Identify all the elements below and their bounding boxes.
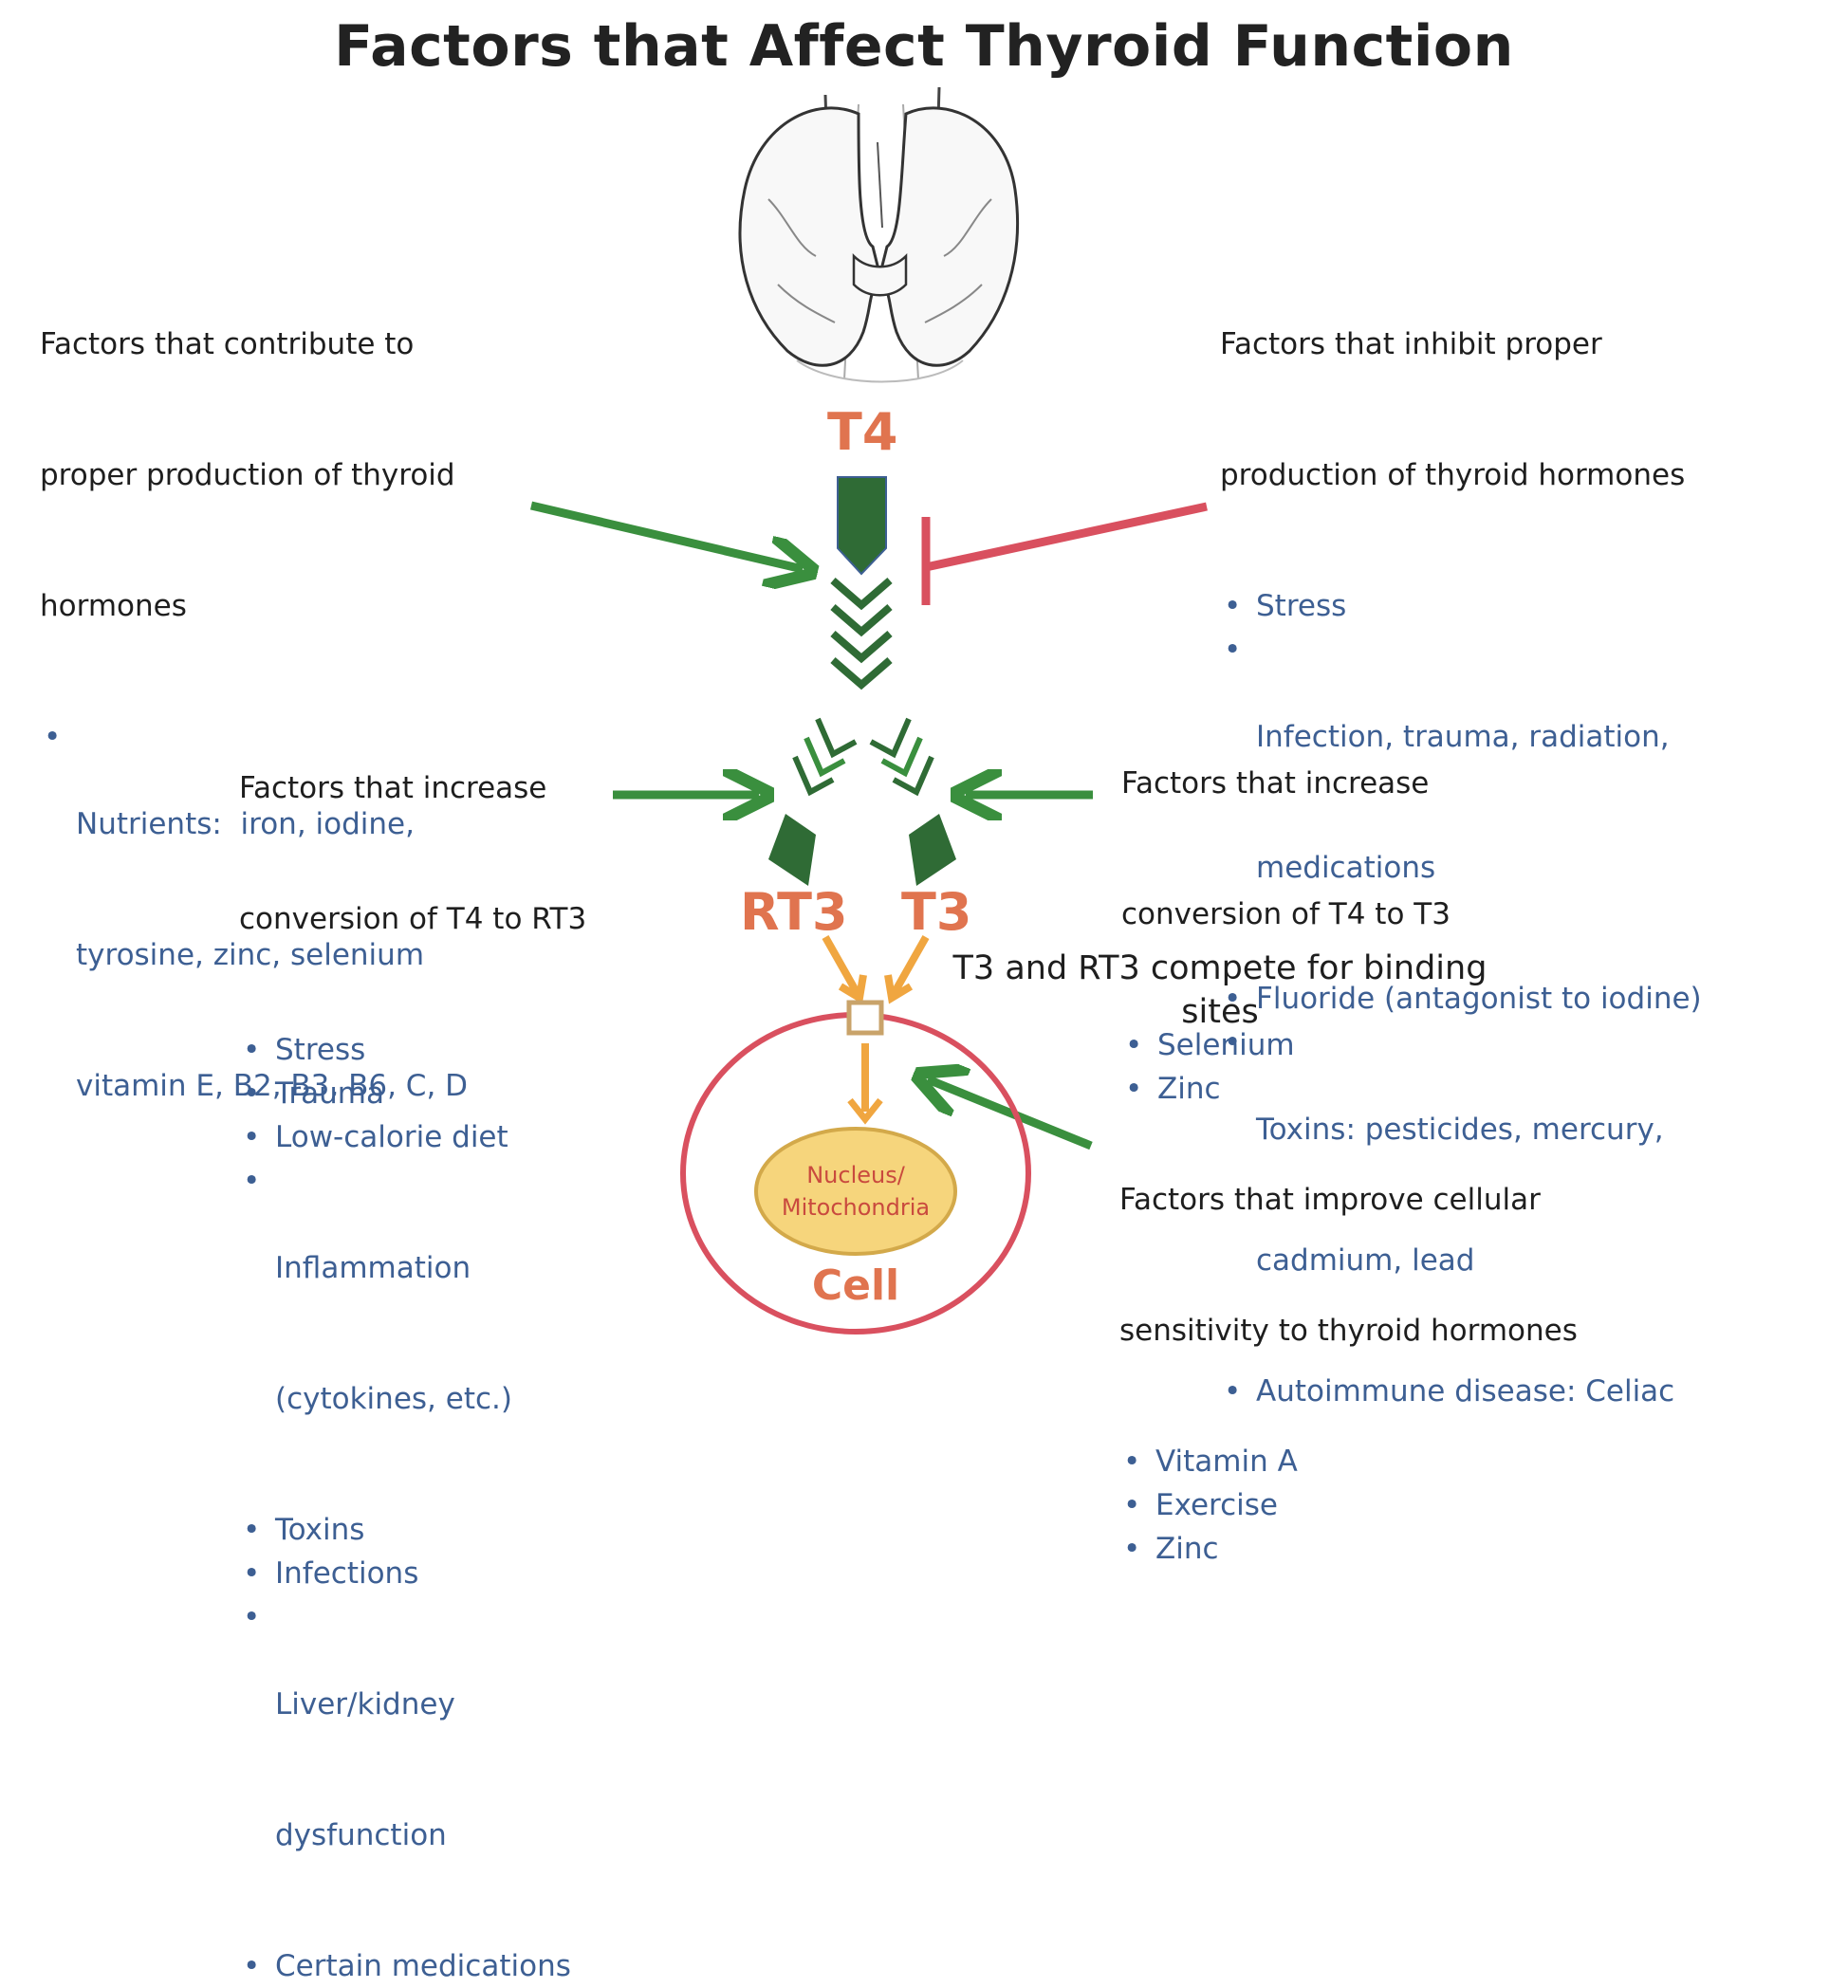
increase-t3-list: Selenium Zinc bbox=[1121, 1023, 1451, 1111]
list-item: Vitamin A bbox=[1119, 1440, 1578, 1483]
list-item-line: (cytokines, etc.) bbox=[275, 1382, 512, 1416]
list-item-line: Infection, trauma, radiation, bbox=[1256, 720, 1670, 754]
list-item-line: medications bbox=[1256, 851, 1436, 885]
list-item: Trauma bbox=[239, 1072, 586, 1115]
diagram-artwork bbox=[529, 86, 1208, 1335]
heading-line: conversion of T4 to RT3 bbox=[239, 902, 587, 936]
sensitivity-list: Vitamin A Exercise Zinc bbox=[1119, 1440, 1578, 1571]
list-item: Selenium bbox=[1121, 1023, 1451, 1067]
t3-pathway-arrow bbox=[909, 814, 956, 886]
list-item: Infections bbox=[239, 1552, 586, 1595]
list-item: Low-calorie diet bbox=[239, 1115, 586, 1159]
increase-t3-heading: Factors that increase conversion of T4 t… bbox=[1121, 674, 1451, 1023]
nucleus-arrow-head bbox=[847, 1097, 883, 1125]
sensitivity-block: Factors that improve cellular sensitivit… bbox=[1119, 1091, 1578, 1571]
nucleus-mitochondria bbox=[754, 1127, 957, 1256]
list-item: Zinc bbox=[1121, 1067, 1451, 1111]
list-item: Fluoride (antagonist to iodine) bbox=[1220, 977, 1702, 1021]
heading-line: sensitivity to thyroid hormones bbox=[1119, 1314, 1578, 1348]
sensitivity-arrow bbox=[928, 1079, 1093, 1150]
list-item-line: Toxins bbox=[275, 1513, 365, 1547]
t4-chevron-stack bbox=[830, 577, 893, 690]
compete-line: T3 and RT3 compete for binding bbox=[952, 949, 1488, 987]
page-title: Factors that Affect Thyroid Function bbox=[334, 13, 1514, 80]
t4-pathway-arrow bbox=[837, 476, 887, 576]
list-item-line: Liver/kidney bbox=[275, 1687, 455, 1721]
rt3-label: RT3 bbox=[740, 882, 848, 942]
list-item-line: tyrosine, zinc, selenium bbox=[76, 938, 425, 972]
list-item-line: Trauma bbox=[275, 1077, 384, 1111]
list-item-line: Stress bbox=[1256, 589, 1347, 623]
heading-line: conversion of T4 to T3 bbox=[1121, 897, 1451, 931]
compete-text: T3 and RT3 compete for binding sites bbox=[916, 947, 1524, 1034]
list-item-line: Stress bbox=[275, 1033, 366, 1067]
increase-rt3-block: Factors that increase conversion of T4 t… bbox=[239, 679, 586, 1988]
list-item: Infection, trauma, radiation, medication… bbox=[1220, 628, 1702, 977]
compete-line: sites bbox=[1181, 993, 1259, 1031]
heading-line: production of thyroid hormones bbox=[1220, 458, 1686, 492]
list-item: Inflammation (cytokines, etc.) bbox=[239, 1159, 586, 1508]
list-item: Liver/kidney dysfunction bbox=[239, 1595, 586, 1944]
split-chevrons bbox=[792, 717, 934, 797]
list-item: Stress bbox=[1220, 584, 1702, 628]
heading-line: hormones bbox=[40, 589, 187, 623]
list-item: Toxins bbox=[239, 1508, 586, 1552]
list-item-line: Certain medications bbox=[275, 1949, 571, 1983]
nucleus-line: Mitochondria bbox=[781, 1194, 931, 1221]
list-item-line: Nutrients: iron, iodine, bbox=[76, 807, 415, 841]
list-item: Certain medications bbox=[239, 1944, 586, 1988]
heading-line: Factors that improve cellular bbox=[1119, 1183, 1541, 1217]
contribute-arrow bbox=[529, 501, 803, 569]
inhibit-production-heading: Factors that inhibit proper production o… bbox=[1220, 235, 1702, 584]
nucleus-line: Nucleus/ bbox=[806, 1162, 905, 1188]
rt3-pathway-arrow bbox=[768, 814, 816, 886]
increase-rt3-heading: Factors that increase conversion of T4 t… bbox=[239, 679, 586, 1028]
list-item-line: Low-calorie diet bbox=[275, 1120, 508, 1154]
list-item-line: Toxins: pesticides, mercury, bbox=[1256, 1113, 1664, 1147]
t3-label: T3 bbox=[901, 882, 972, 942]
heading-line: proper production of thyroid bbox=[40, 458, 455, 492]
inhibit-arrow bbox=[921, 502, 1208, 605]
heading-line: Factors that contribute to bbox=[40, 327, 415, 361]
sensitivity-heading: Factors that improve cellular sensitivit… bbox=[1119, 1091, 1578, 1440]
binding-arrows bbox=[822, 935, 930, 1004]
list-item: Zinc bbox=[1119, 1527, 1578, 1571]
contribute-production-heading: Factors that contribute to proper produc… bbox=[40, 235, 468, 715]
heading-line: Factors that increase bbox=[239, 771, 547, 805]
thyroid-gland-icon bbox=[738, 86, 1019, 383]
list-item-line: Inflammation bbox=[275, 1251, 471, 1285]
increase-rt3-list: Stress Trauma Low-calorie diet Inflammat… bbox=[239, 1028, 586, 1988]
list-item-line: Infections bbox=[275, 1556, 419, 1591]
heading-line: Factors that increase bbox=[1121, 766, 1430, 801]
list-item-line: Vitamin A bbox=[1155, 1445, 1298, 1479]
list-item: Exercise bbox=[1119, 1483, 1578, 1527]
cell-label: Cell bbox=[811, 1261, 900, 1310]
list-item-line: dysfunction bbox=[275, 1818, 447, 1852]
list-item-line: Zinc bbox=[1155, 1532, 1219, 1566]
heading-line: Factors that inhibit proper bbox=[1220, 327, 1602, 361]
t4-label: T4 bbox=[827, 402, 898, 462]
list-item-line: Selenium bbox=[1157, 1028, 1295, 1062]
list-item: Stress bbox=[239, 1028, 586, 1072]
list-item-line: Zinc bbox=[1157, 1072, 1221, 1106]
list-item-line: cadmium, lead bbox=[1256, 1243, 1475, 1278]
receptor-site bbox=[846, 1000, 884, 1036]
list-item-line: Fluoride (antagonist to iodine) bbox=[1256, 982, 1702, 1016]
nucleus-label: Nucleus/ Mitochondria bbox=[761, 1159, 951, 1224]
increase-t3-block: Factors that increase conversion of T4 t… bbox=[1121, 674, 1451, 1111]
list-item-line: Exercise bbox=[1155, 1488, 1278, 1522]
